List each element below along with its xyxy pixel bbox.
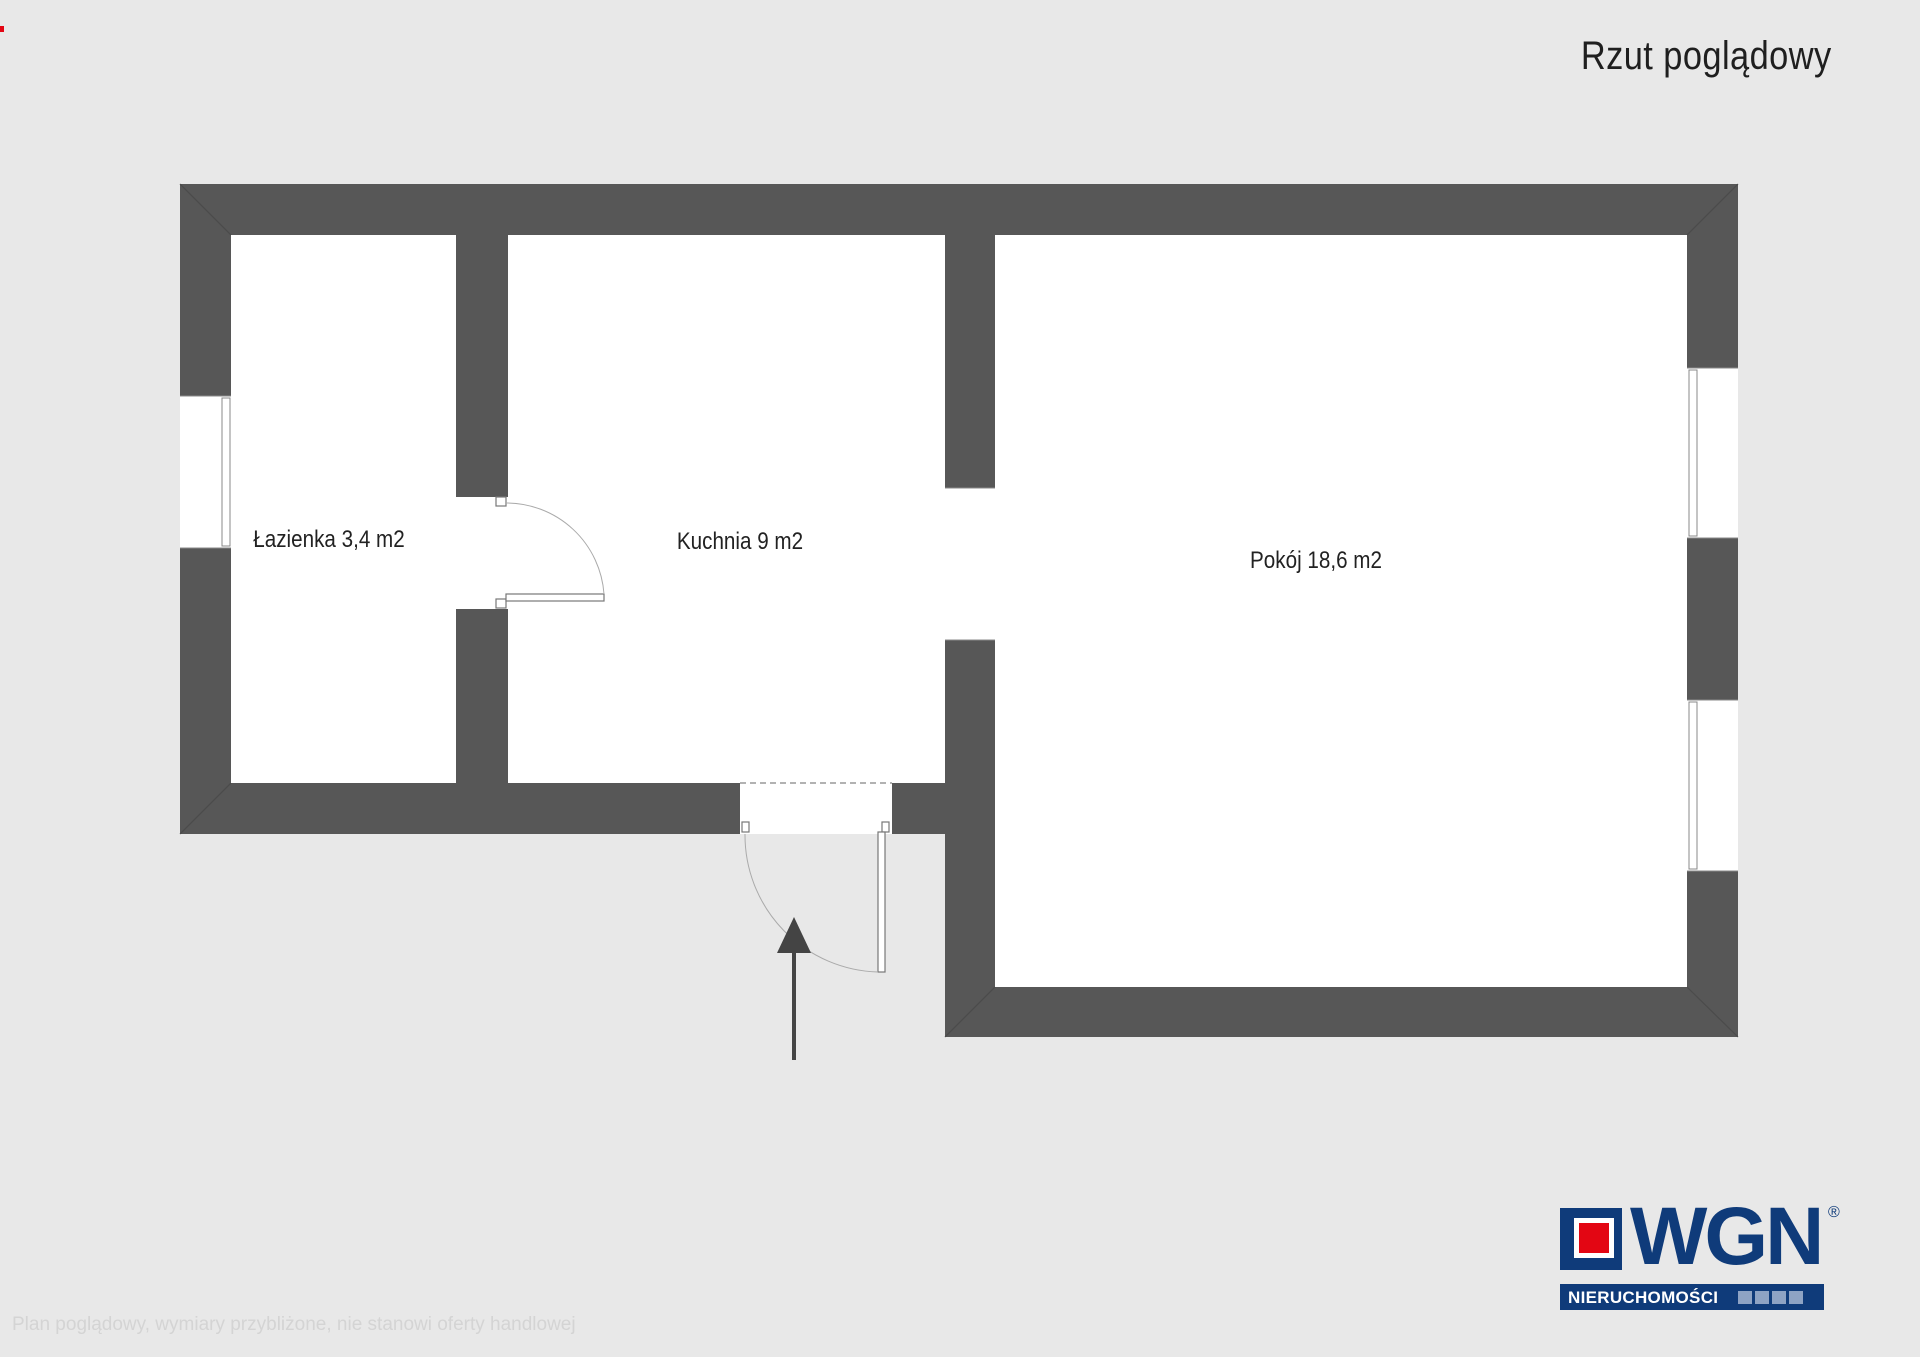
opening-kitchen-living [945,488,995,640]
logo-dots [1738,1291,1806,1309]
corner-mark [0,26,4,32]
room-label-kitchen: Kuchnia 9 m2 [676,528,804,555]
logo-registered: ® [1828,1204,1840,1221]
logo-square-icon [1560,1208,1622,1270]
door-entrance [741,821,890,973]
room-label-bathroom: Łazienka 3,4 m2 [253,526,405,553]
room-living [995,235,1687,987]
door-bathroom [495,496,605,609]
room-kitchen [508,235,945,783]
rooms [231,235,1687,987]
window-bathroom [180,395,231,549]
wgn-logo: WGN ® NIERUCHOMOŚCI [1560,1196,1846,1312]
footer-disclaimer: Plan poglądowy, wymiary przybliżone, nie… [12,1314,576,1335]
logo-brand: WGN [1630,1191,1824,1282]
room-label-living: Pokój 18,6 m2 [1250,547,1382,574]
openings [456,487,995,834]
opening-bathroom-kitchen [456,497,508,609]
page-title: Rzut poglądowy [1581,34,1832,78]
entrance-arrow-icon [777,917,811,1060]
window-living-upper [1687,367,1738,539]
windows [180,367,1738,872]
miter-lines [179,183,1739,1038]
room-bathroom [231,235,456,783]
logo-subtitle-bar: NIERUCHOMOŚCI [1560,1284,1824,1310]
window-living-lower [1687,699,1738,872]
opening-entrance [740,783,892,834]
logo-subtitle: NIERUCHOMOŚCI [1568,1288,1719,1307]
